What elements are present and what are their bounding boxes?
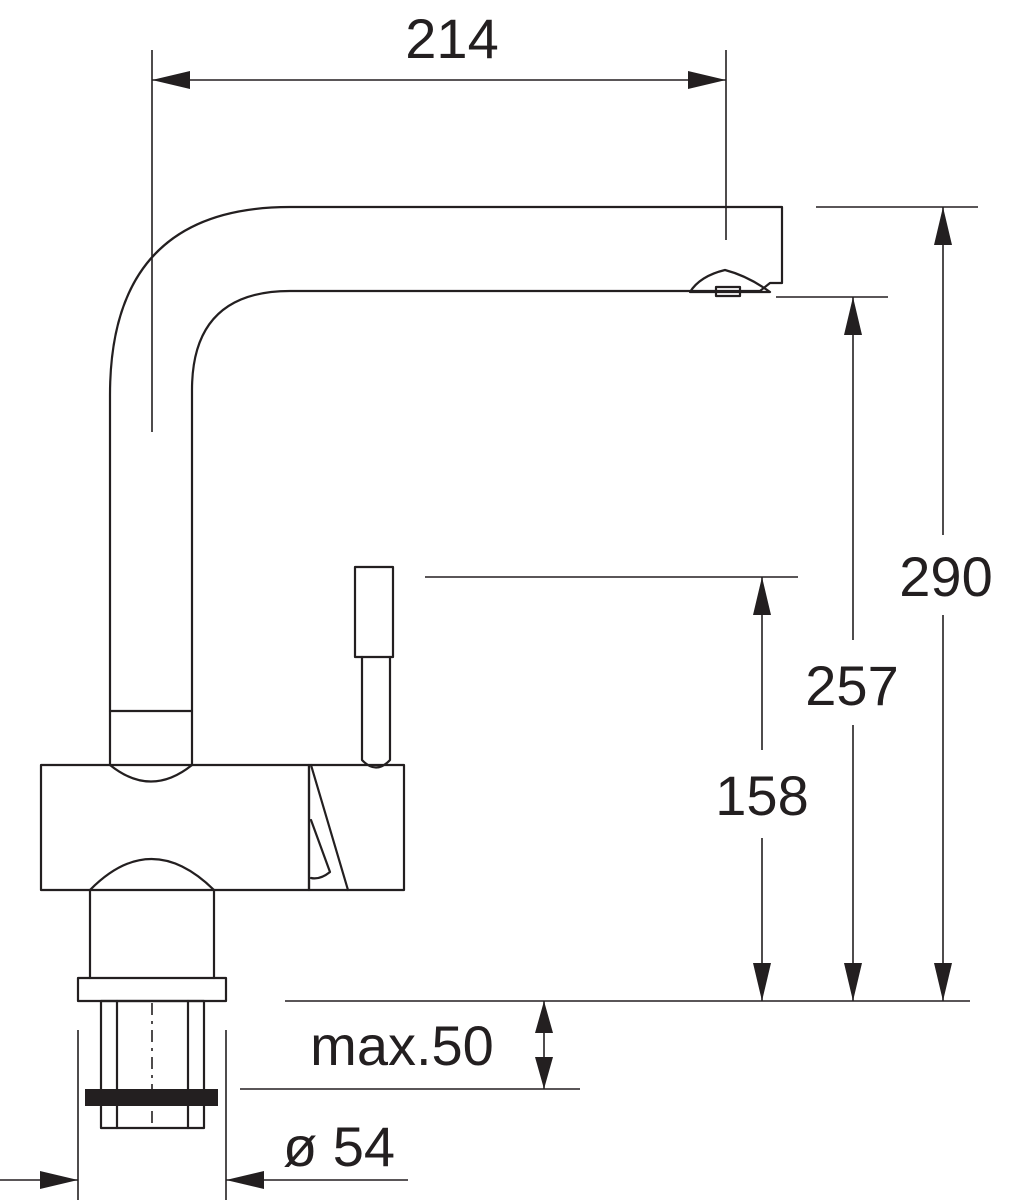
arrow-right: [688, 71, 726, 89]
dimension-lever-height: 158: [715, 577, 809, 1001]
arrow-left: [152, 71, 190, 89]
dimension-label-158: 158: [715, 764, 808, 827]
base-column: [88, 888, 216, 980]
mixer-body: [39, 763, 311, 892]
body-arch: [88, 858, 216, 892]
faucet-outline: [39, 205, 784, 1130]
dimension-total-height: 290: [899, 207, 993, 1001]
spout-base: [108, 763, 194, 783]
dimension-label-257: 257: [805, 654, 898, 717]
dimension-spout-height: 257: [805, 297, 899, 1001]
lever-handle: [353, 565, 395, 659]
dimension-spout-reach: 214: [151, 7, 727, 432]
spout: [108, 205, 784, 767]
dimension-label-214: 214: [405, 7, 498, 70]
base-plate: [76, 976, 228, 1003]
dimension-label-diameter-54: ø 54: [283, 1115, 395, 1178]
nozzle-insert: [714, 285, 742, 298]
fixing-washer: [85, 1089, 218, 1106]
lever-stem: [360, 655, 392, 769]
mounting-shank: [99, 999, 206, 1130]
dimension-max-countertop: max.50: [310, 1001, 553, 1089]
dimension-label-290: 290: [899, 545, 992, 608]
extension-lines: [240, 206, 978, 1090]
spout-nozzle: [688, 268, 772, 294]
dimension-hole-diameter: ø 54: [0, 1030, 408, 1200]
lever-housing: [307, 763, 406, 892]
lever-housing-cut: [309, 763, 350, 892]
dimension-label-max-50: max.50: [310, 1014, 494, 1077]
